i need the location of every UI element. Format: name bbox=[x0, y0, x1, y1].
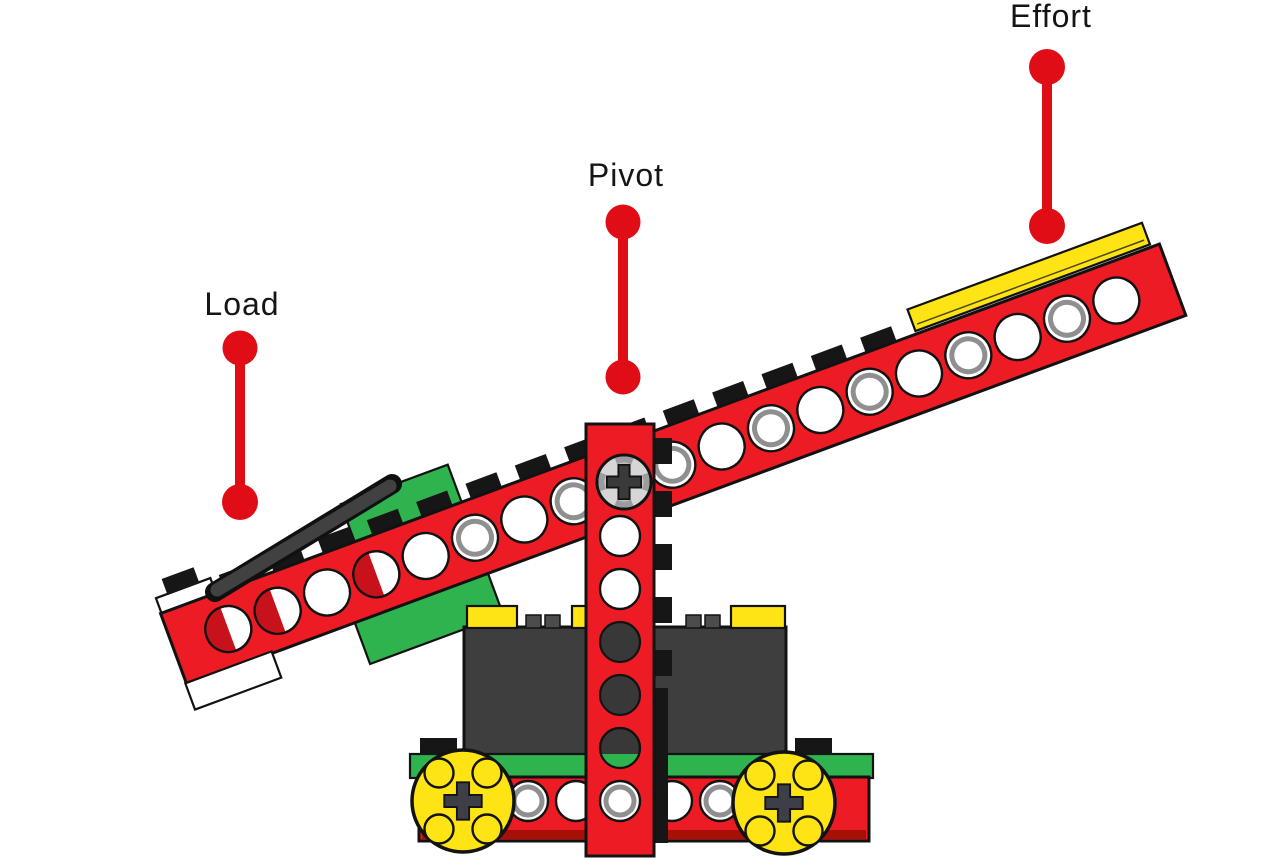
load-callout-dot-top bbox=[222, 330, 258, 366]
tip-stud bbox=[161, 567, 200, 595]
effort-callout-dot-bottom bbox=[1029, 208, 1065, 244]
load-rod bbox=[205, 474, 402, 602]
pivot-bushing bbox=[595, 453, 653, 511]
lever-beam-group bbox=[154, 221, 1188, 711]
pivot-callout bbox=[605, 204, 641, 395]
white-tile-bottom bbox=[183, 649, 283, 711]
load-callout bbox=[222, 330, 258, 520]
wheel-right bbox=[731, 750, 837, 856]
yellow-brick-right bbox=[729, 604, 787, 630]
pivot-label: Pivot bbox=[587, 157, 665, 193]
yellow-brick-left bbox=[465, 604, 519, 630]
effort-label: Effort bbox=[1010, 0, 1092, 34]
green-plate-stud-right bbox=[795, 738, 832, 755]
load-callout-dot-bottom bbox=[222, 484, 258, 520]
effort-callout bbox=[1029, 49, 1065, 244]
beam-holes bbox=[204, 276, 1141, 654]
yellow-tile bbox=[906, 221, 1152, 333]
wheel-left bbox=[410, 748, 516, 854]
effort-callout-dot-top bbox=[1029, 49, 1065, 85]
pivot-post-holes bbox=[598, 514, 642, 823]
pivot-callout-dot-bottom bbox=[605, 359, 641, 395]
load-label: Load bbox=[204, 286, 280, 322]
pivot-post-group bbox=[584, 422, 656, 858]
pivot-callout-dot-top bbox=[605, 204, 641, 240]
block-studs bbox=[525, 614, 721, 629]
